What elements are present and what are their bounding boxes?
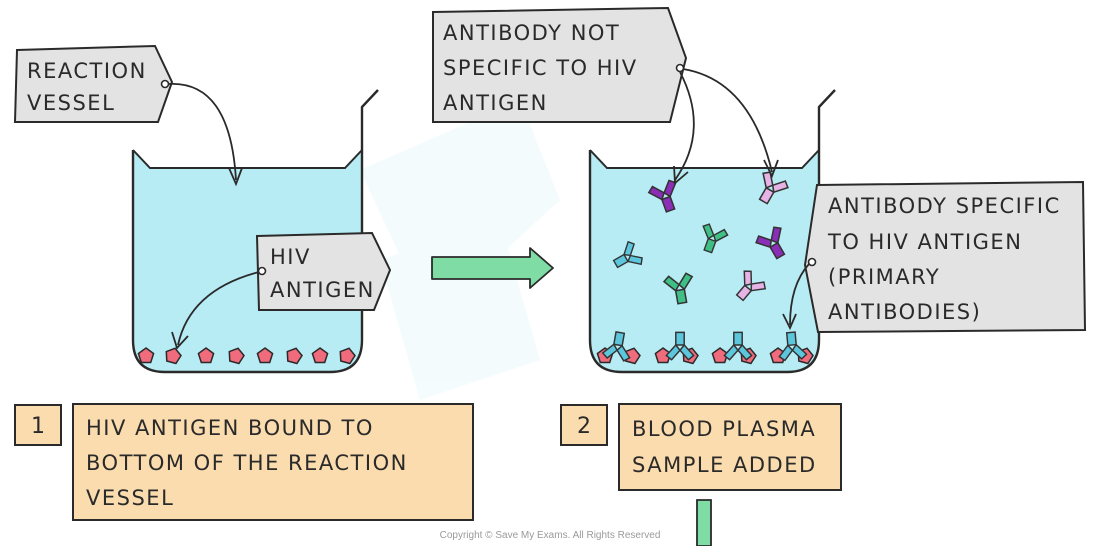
step-2-text-box bbox=[618, 403, 842, 491]
label-not-specific-line1: ANTIBODY NOT bbox=[443, 21, 620, 45]
antigen-marker bbox=[311, 347, 329, 364]
antigen-marker bbox=[137, 347, 155, 364]
step-2: 2 BLOOD PLASMA SAMPLE ADDED bbox=[560, 403, 842, 491]
step-1-line2: BOTTOM OF THE REACTION bbox=[86, 451, 408, 475]
antigen-marker bbox=[339, 347, 356, 365]
antigen-marker bbox=[197, 347, 215, 364]
label-specific-line4: ANTIBODIES) bbox=[828, 300, 981, 324]
step-2-number: 2 bbox=[577, 414, 591, 439]
label-antibody-not-specific: ANTIBODY NOT SPECIFIC TO HIV ANTIGEN bbox=[432, 6, 779, 185]
antigen-marker bbox=[228, 347, 245, 365]
antigen-marker bbox=[624, 347, 641, 365]
step-2-number-box bbox=[560, 404, 608, 446]
step-1-line1: HIV ANTIGEN BOUND TO bbox=[86, 416, 374, 440]
label-specific-line2: TO HIV ANTIGEN bbox=[827, 230, 1022, 254]
copyright-notice: Copyright © Save My Exams. All Rights Re… bbox=[440, 530, 661, 541]
step-2-line2: SAMPLE ADDED bbox=[632, 453, 817, 477]
label-reaction-vessel-line2: VESSEL bbox=[27, 91, 115, 115]
label-not-specific-line3: ANTIGEN bbox=[443, 91, 548, 115]
label-reaction-vessel: REACTION VESSEL bbox=[13, 44, 243, 187]
label-hiv-antigen-line1: HIV bbox=[270, 245, 311, 269]
antigen-marker bbox=[286, 347, 303, 365]
label-specific-line1: ANTIBODY SPECIFIC bbox=[828, 194, 1061, 218]
reaction-vessel-left bbox=[131, 89, 379, 374]
label-specific-line3: (PRIMARY bbox=[828, 265, 940, 289]
step-1-number-box bbox=[14, 404, 62, 446]
label-not-specific-line2: SPECIFIC TO HIV bbox=[443, 56, 638, 80]
process-arrow-down bbox=[696, 499, 712, 546]
label-hiv-antigen-line2: ANTIGEN bbox=[270, 278, 375, 302]
step-1: 1 HIV ANTIGEN BOUND TO BOTTOM OF THE REA… bbox=[14, 403, 474, 521]
step-2-line1: BLOOD PLASMA bbox=[632, 417, 816, 441]
process-arrow-right bbox=[431, 247, 554, 289]
step-1-line3: VESSEL bbox=[86, 486, 174, 510]
label-hiv-antigen: HIV ANTIGEN bbox=[171, 231, 392, 350]
label-antibody-specific: ANTIBODY SPECIFIC TO HIV ANTIGEN (PRIMAR… bbox=[782, 180, 1087, 334]
antigen-marker bbox=[256, 347, 274, 364]
reaction-vessel-right bbox=[588, 89, 836, 374]
antigen-marker bbox=[165, 347, 182, 365]
step-1-number: 1 bbox=[31, 414, 45, 439]
antigen-row-left bbox=[137, 347, 356, 365]
step-1-text-box bbox=[72, 403, 474, 521]
label-reaction-vessel-line1: REACTION bbox=[27, 59, 147, 83]
